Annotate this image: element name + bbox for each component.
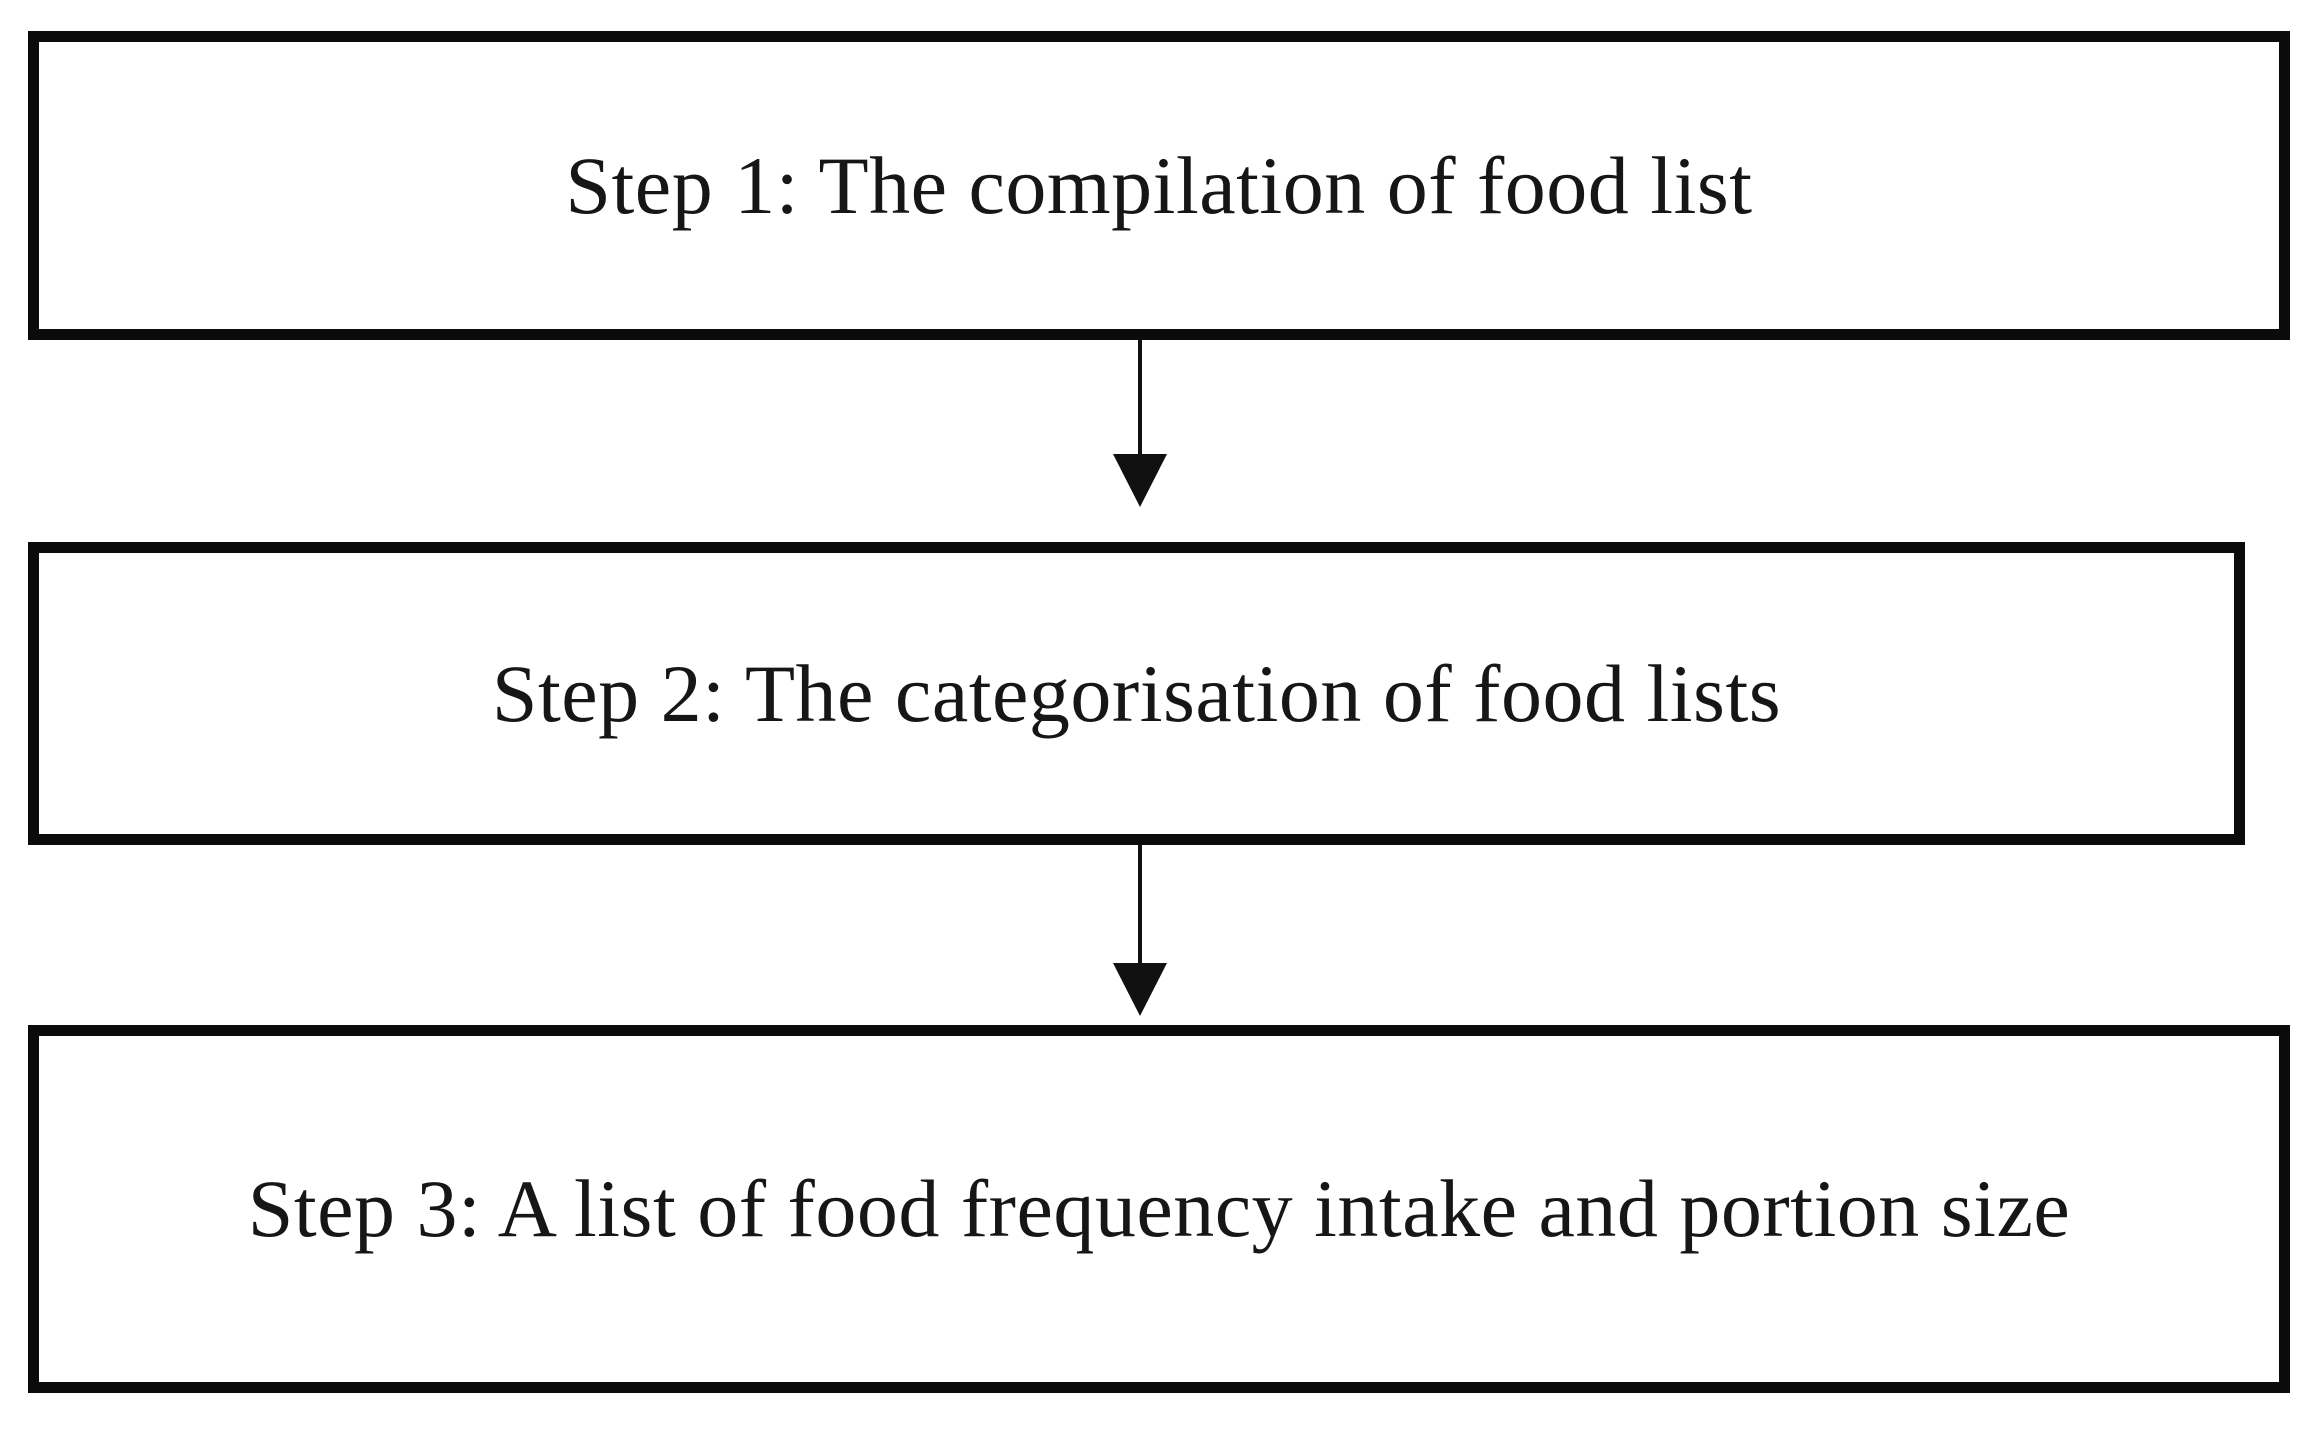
step-3-label: Step 3: A list of food frequency intake … <box>247 1163 2071 1254</box>
step-2-box: Step 2: The categorisation of food lists <box>28 542 2245 845</box>
arrow-line <box>1138 340 1142 457</box>
arrow-down-icon <box>1113 454 1167 507</box>
step-1-label: Step 1: The compilation of food list <box>565 139 1753 231</box>
arrow-line <box>1138 845 1142 965</box>
step-1-box: Step 1: The compilation of food list <box>28 31 2290 340</box>
arrow-down-icon <box>1113 963 1167 1016</box>
step-3-box: Step 3: A list of food frequency intake … <box>28 1025 2290 1393</box>
step-2-label: Step 2: The categorisation of food lists <box>491 647 1782 739</box>
